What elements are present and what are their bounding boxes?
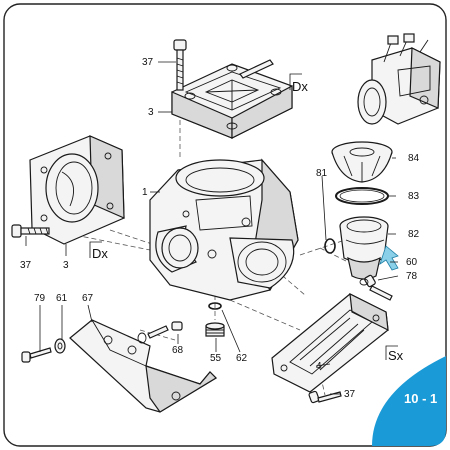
callout-60: 60 bbox=[406, 257, 418, 268]
direction-marker-dx-left: Dx bbox=[89, 241, 108, 261]
left-bolt bbox=[11, 224, 50, 238]
page-number-badge: 10 - 1 bbox=[372, 356, 446, 446]
bottom-bolt bbox=[308, 390, 342, 404]
left-side-cover bbox=[29, 135, 125, 245]
mounting-bracket bbox=[69, 319, 217, 413]
top-bolt bbox=[173, 39, 187, 91]
part-78-screw bbox=[359, 274, 393, 301]
top-cover-plate bbox=[171, 63, 293, 139]
direction-marker-dx-top: Dx bbox=[289, 73, 308, 94]
callout-67: 67 bbox=[82, 293, 94, 304]
callout-3-left: 3 bbox=[63, 260, 69, 271]
callout-3-top: 3 bbox=[148, 107, 154, 118]
direction-marker-sx: Sx bbox=[385, 345, 404, 363]
callout-79: 79 bbox=[34, 293, 46, 304]
callout-4: 4 bbox=[316, 361, 322, 372]
leader-lines bbox=[25, 61, 399, 395]
page-number-text: 10 - 1 bbox=[404, 391, 437, 406]
callout-1: 1 bbox=[142, 187, 148, 198]
top-right-stud bbox=[239, 59, 274, 79]
part-62-small-ring bbox=[208, 302, 222, 310]
main-body-housing bbox=[149, 158, 299, 301]
callout-81: 81 bbox=[316, 168, 328, 179]
part-82-filter-cup bbox=[339, 216, 389, 280]
part-61-washer bbox=[54, 338, 66, 354]
dx-label-left: Dx bbox=[92, 246, 108, 261]
part-79-bolt bbox=[21, 347, 52, 363]
callout-37-bottom: 37 bbox=[344, 389, 356, 400]
sx-label: Sx bbox=[388, 348, 404, 363]
callout-55: 55 bbox=[210, 353, 222, 364]
part-84-cap bbox=[331, 141, 393, 183]
part-81-small-o-ring bbox=[324, 238, 336, 254]
callout-labels: 37 3 1 84 83 82 81 60 78 37 3 79 61 67 6… bbox=[20, 57, 420, 400]
callout-82: 82 bbox=[408, 229, 420, 240]
part-55-plug bbox=[205, 322, 225, 337]
callout-37-left: 37 bbox=[20, 260, 32, 271]
callout-83: 83 bbox=[408, 191, 420, 202]
assembled-pump-thumbnail bbox=[357, 33, 441, 125]
part-60-blue-arrow bbox=[379, 245, 399, 271]
callout-37-top: 37 bbox=[142, 57, 154, 68]
callout-61: 61 bbox=[56, 293, 68, 304]
callout-78: 78 bbox=[406, 271, 418, 282]
callout-68: 68 bbox=[172, 345, 184, 356]
callout-62: 62 bbox=[236, 353, 248, 364]
part-68-bolt bbox=[137, 321, 183, 344]
lower-right-cover bbox=[271, 292, 389, 393]
callout-84: 84 bbox=[408, 153, 420, 164]
dx-label-top: Dx bbox=[292, 79, 308, 94]
